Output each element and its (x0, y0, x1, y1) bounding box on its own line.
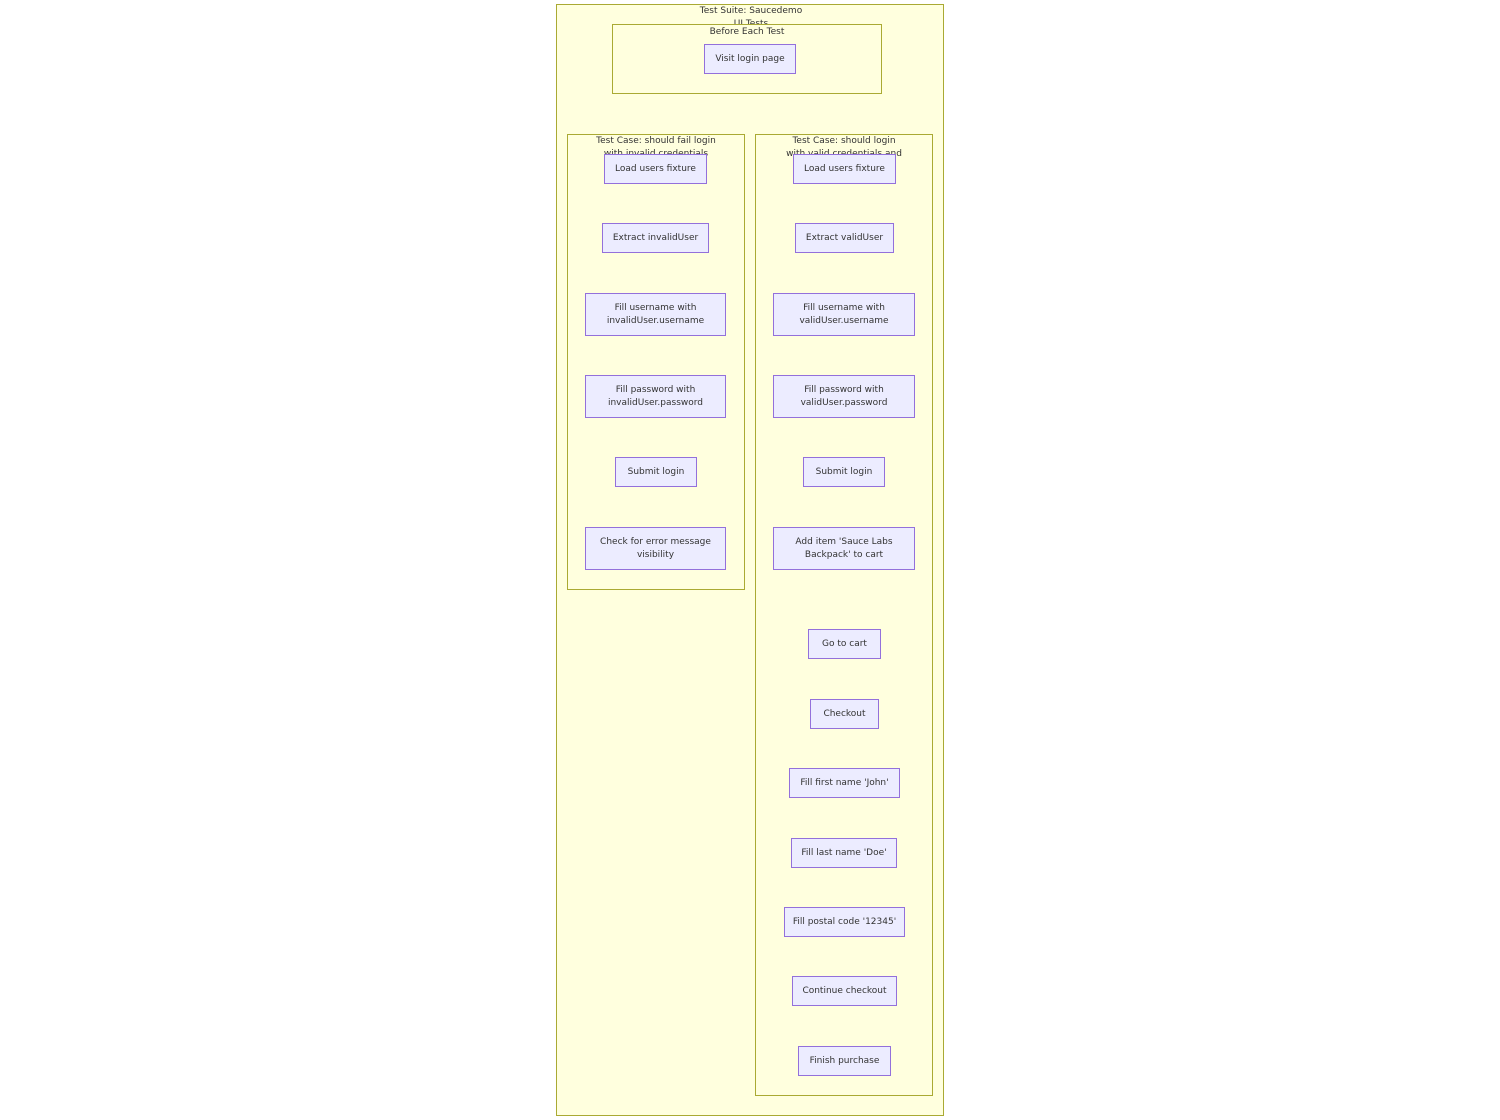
node-fail-submit-login: Submit login (615, 457, 697, 487)
node-fail-extract-invaliduser: Extract invalidUser (602, 223, 709, 253)
node-success-fill-password: Fill password with validUser.password (773, 375, 915, 418)
success-case-cluster: Test Case: should login with valid crede… (755, 134, 933, 1096)
node-success-extract-validuser: Extract validUser (795, 223, 894, 253)
node-success-fill-first-name: Fill first name 'John' (789, 768, 900, 798)
node-success-fill-username: Fill username with validUser.username (773, 293, 915, 336)
node-fail-fill-username: Fill username with invalidUser.username (585, 293, 726, 336)
node-success-fill-last-name: Fill last name 'Doe' (791, 838, 897, 868)
node-fail-check-error-message: Check for error message visibility (585, 527, 726, 570)
success-case-title: Test Case: should login with valid crede… (786, 136, 902, 157)
node-success-finish-purchase: Finish purchase (798, 1046, 891, 1076)
node-fail-load-users-fixture: Load users fixture (604, 154, 707, 184)
before-each-title: Before Each Test (709, 27, 785, 37)
node-success-submit-login: Submit login (803, 457, 885, 487)
fail-case-cluster: Test Case: should fail login with invali… (567, 134, 745, 590)
node-success-go-to-cart: Go to cart (808, 629, 881, 659)
node-success-add-item-to-cart: Add item 'Sauce Labs Backpack' to cart (773, 527, 915, 570)
node-success-fill-postal-code: Fill postal code '12345' (784, 907, 905, 937)
node-fail-fill-password: Fill password with invalidUser.password (585, 375, 726, 418)
node-success-checkout: Checkout (810, 699, 879, 729)
node-success-load-users-fixture: Load users fixture (793, 154, 896, 184)
fail-case-title: Test Case: should fail login with invali… (596, 136, 716, 157)
node-success-continue-checkout: Continue checkout (792, 976, 897, 1006)
node-visit-login-page: Visit login page (704, 44, 796, 74)
